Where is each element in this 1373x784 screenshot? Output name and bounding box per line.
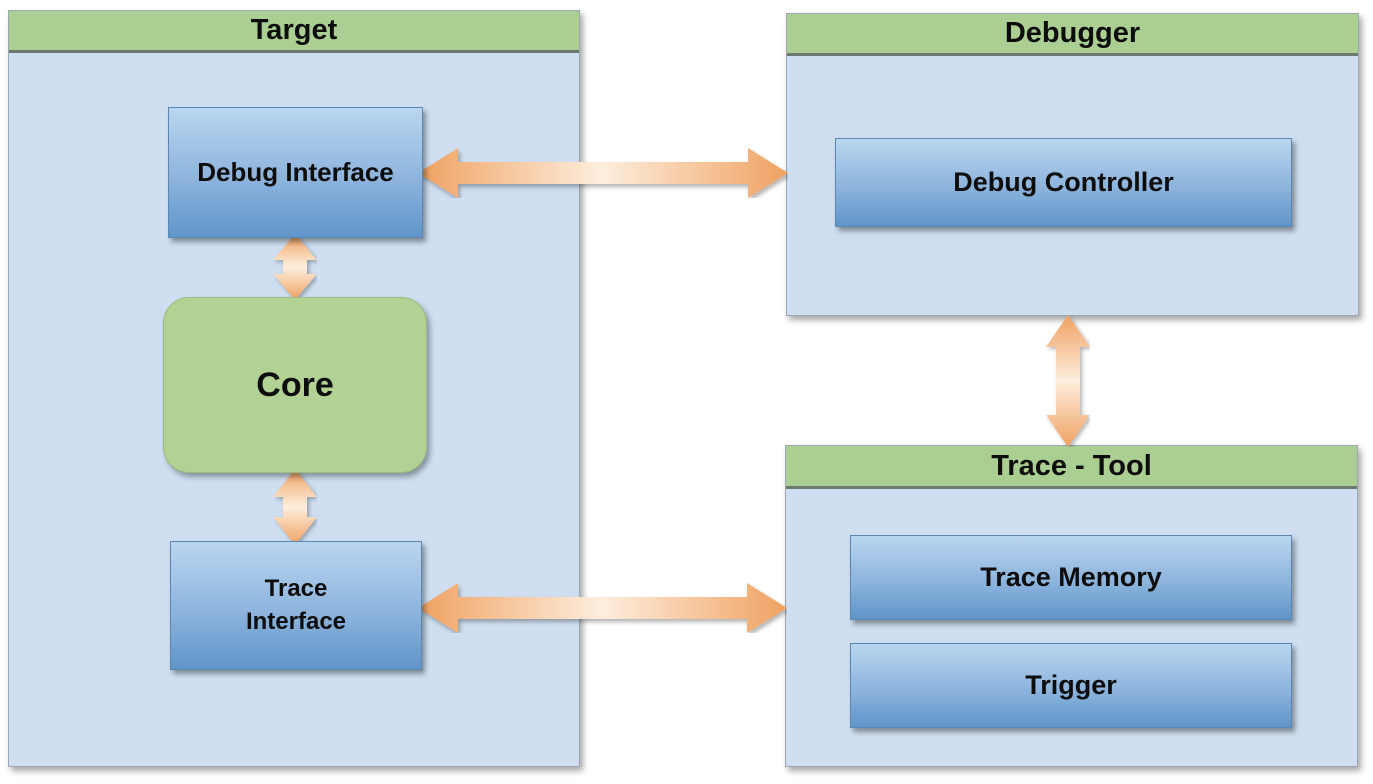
debugger-title: Debugger (1004, 17, 1141, 49)
trace-interface-node: Trace Interface (170, 541, 422, 670)
arrow-debugger-trace-tool (1046, 315, 1090, 447)
arrow-trace-interface-trace-tool (418, 583, 787, 633)
target-header: Target (9, 11, 579, 53)
debug-interface-node: Debug Interface (168, 107, 423, 238)
trace-memory-node: Trace Memory (850, 535, 1292, 620)
trace-interface-label: Trace Interface (245, 575, 347, 635)
debug-interface-label: Debug Interface (197, 157, 394, 187)
core-label: Core (256, 365, 334, 404)
debugger-header: Debugger (787, 14, 1358, 56)
core-node: Core (163, 297, 427, 473)
target-title: Target (250, 14, 338, 46)
trace-memory-label: Trace Memory (980, 562, 1162, 592)
debug-controller-node: Debug Controller (835, 138, 1292, 227)
trace-tool-header: Trace - Tool (786, 446, 1357, 489)
arrow-debug-interface-debug-controller (418, 148, 788, 198)
arrow-debug-interface-core (273, 234, 317, 300)
debug-controller-label: Debug Controller (953, 167, 1174, 197)
trigger-node: Trigger (850, 643, 1292, 728)
trace-tool-title: Trace - Tool (991, 449, 1152, 482)
trigger-label: Trigger (1025, 670, 1117, 700)
arrow-core-trace-interface (273, 469, 317, 545)
